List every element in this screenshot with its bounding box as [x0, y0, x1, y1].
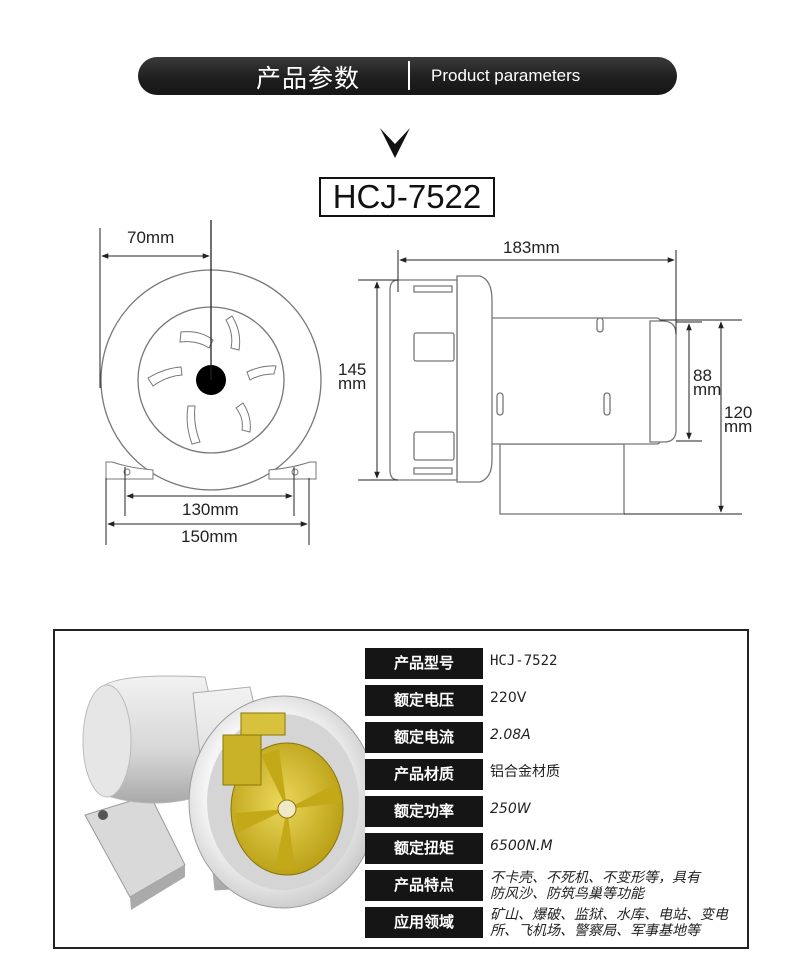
dim-130: 130mm	[182, 500, 239, 519]
spec-value: HCJ-7522	[490, 653, 558, 669]
spec-label: 额定扭矩	[365, 833, 483, 864]
spec-label: 产品型号	[365, 648, 483, 679]
banner-title-cn: 产品参数	[256, 64, 361, 93]
spec-value: 2.08A	[490, 727, 531, 743]
dim-70: 70mm	[127, 228, 174, 247]
spec-value: 250W	[490, 801, 531, 817]
dim-183: 183mm	[503, 238, 560, 257]
dim-120-unit: mm	[724, 417, 752, 436]
section-banner: 产品参数 Product parameters	[138, 57, 677, 95]
front-view	[100, 269, 322, 491]
dim-150: 150mm	[181, 527, 238, 546]
spec-label: 额定电压	[365, 685, 483, 716]
spec-label: 产品特点	[365, 870, 483, 901]
banner-separator	[408, 61, 410, 90]
spec-label: 应用领域	[365, 907, 483, 938]
model-title: HCJ-7522	[319, 177, 495, 217]
side-view	[389, 275, 677, 515]
product-photo	[82, 675, 365, 910]
dim-120-value: 120	[724, 403, 752, 422]
dim-88-value: 88	[693, 366, 712, 385]
dim-145-value: 145	[338, 360, 366, 379]
spec-value-line: 防风沙、防筑鸟巢等功能	[490, 886, 644, 902]
spec-label: 额定电流	[365, 722, 483, 753]
chevron-down-icon	[380, 128, 410, 158]
spec-value: 6500N.M	[490, 838, 553, 854]
spec-label: 产品材质	[365, 759, 483, 790]
spec-value-line: 不卡壳、不死机、不变形等，具有	[490, 870, 700, 886]
dim-145-unit: mm	[338, 374, 366, 393]
spec-panel: 产品型号 HCJ-7522 额定电压 220V 额定电流 2.08A 产品材质 …	[53, 629, 749, 949]
spec-value-line: 所、飞机场、警察局、军事基地等	[490, 923, 700, 939]
banner-title-en: Product parameters	[431, 66, 581, 85]
dimension-drawing: 70mm 130mm 150mm 183mm 145 mm 88 mm 120 …	[99, 220, 752, 546]
spec-value: 220V	[490, 690, 527, 706]
spec-value: 矿山、爆破、监狱、水库、电站、变电 所、飞机场、警察局、军事基地等	[490, 907, 752, 939]
spec-value: 铝合金材质	[490, 764, 560, 780]
spec-value: 不卡壳、不死机、不变形等，具有 防风沙、防筑鸟巢等功能	[490, 870, 752, 902]
dim-88-unit: mm	[693, 380, 721, 399]
spec-value-line: 矿山、爆破、监狱、水库、电站、变电	[490, 907, 728, 923]
spec-label: 额定功率	[365, 796, 483, 827]
